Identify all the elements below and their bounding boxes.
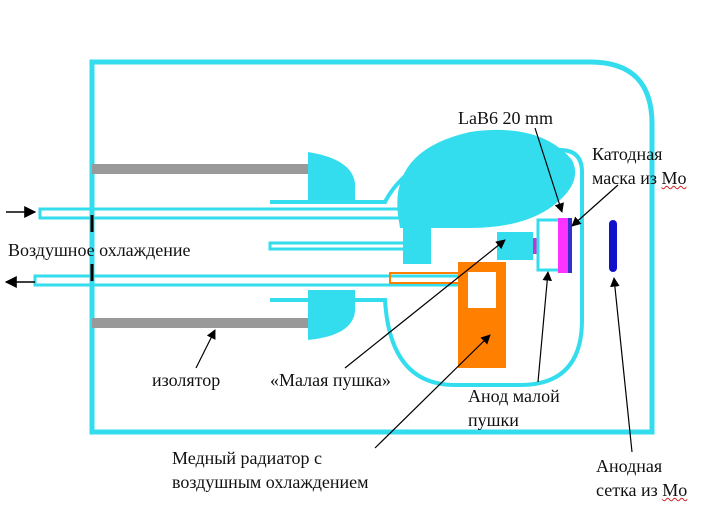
small-gun-flange: [403, 228, 431, 264]
outer-housing: [89, 59, 655, 435]
leader-radiator: [374, 334, 491, 449]
label-insulator: изолятор: [152, 370, 221, 390]
leader-small-gun: [344, 239, 506, 369]
lab6-element: [568, 218, 572, 273]
insulator-rod-top: [92, 164, 310, 174]
flange-top: [308, 152, 356, 202]
air-tube-top: [38, 207, 402, 220]
leader-insulator: [195, 329, 216, 369]
label-small-gun-anode: Анод малой пушки: [468, 386, 560, 430]
cathode-mask: [558, 218, 570, 273]
leader-lab6: [534, 127, 564, 213]
insulator-rod-bottom: [92, 318, 310, 328]
small-gun-body: [497, 232, 533, 260]
leader-small-gun-anode: [537, 271, 552, 383]
copper-radiator-window: [468, 272, 496, 308]
leader-anode-grid: [610, 277, 633, 453]
label-cathode-mask: Катодная маска из Mo: [592, 144, 687, 188]
label-lab6: LaB6 20 mm: [458, 108, 553, 128]
leader-cathode-mask: [571, 184, 619, 227]
anode-grid: [609, 220, 617, 272]
flange-bottom: [308, 290, 356, 340]
label-anode-grid: Анодная сетка из Mo: [596, 456, 688, 500]
label-air-cooling: Воздушное охлаждение: [8, 240, 191, 260]
small-gun-tip: [533, 238, 537, 254]
cathode-bulb: [397, 129, 576, 228]
label-small-gun: «Малая пушка»: [270, 370, 391, 390]
label-copper-radiator: Медный радиатор с воздушным охлаждением: [172, 448, 369, 492]
small-gun-stem: [268, 241, 422, 251]
